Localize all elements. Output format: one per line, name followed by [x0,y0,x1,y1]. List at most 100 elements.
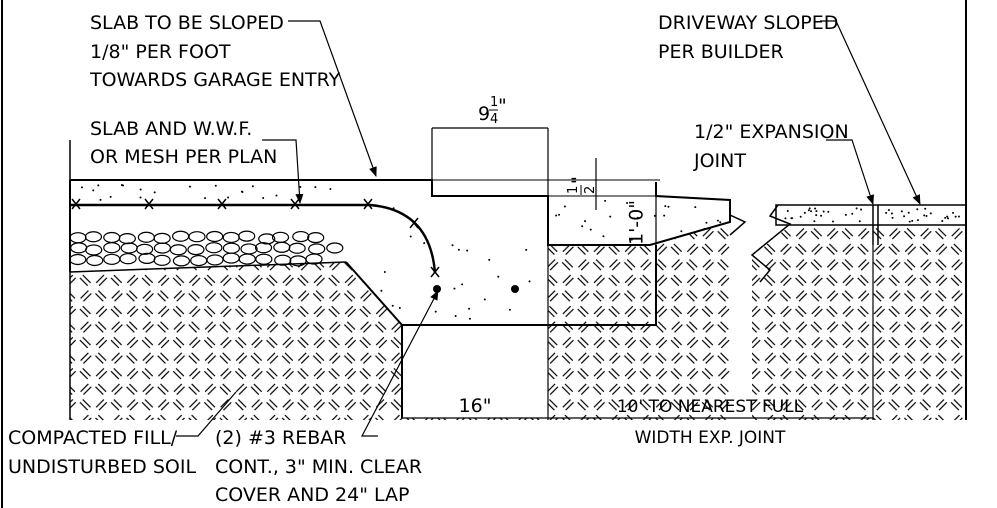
aggregate-dot [705,221,708,224]
note-rebar-line-2: CONT., 3" MIN. CLEAR [215,456,422,478]
note-slab-mesh-line-1: SLAB AND W.W.F. [90,118,252,140]
aggregate-dot [139,196,142,199]
aggregate-dot [153,191,156,194]
aggregate-dot [434,310,437,313]
gravel-stone [255,253,273,265]
gravel-stone [118,233,136,245]
gravel-stone [103,253,121,265]
aggregate-dot [558,213,561,216]
aggregate-dot [885,211,888,214]
aggregate-dot [815,210,818,213]
aggregate-dot [188,185,191,188]
gravel-stone [153,242,172,254]
gravel-stone [85,244,103,256]
aggregate-dot [204,197,207,200]
gravel-stone [222,242,241,254]
aggregate-dot [954,215,957,218]
aggregate-dot [508,308,511,311]
aggregate-dot [815,214,818,217]
note-fill-line-1: COMPACTED FILL/ [8,427,178,449]
aggregate-dot [822,210,825,213]
aggregate-dot [911,219,914,222]
aggregate-dot [454,315,457,318]
leader-lines [176,20,921,437]
note-driveway-line-2: PER BUILDER [658,41,784,63]
aggregate-dot [703,227,706,230]
aggregate-dot [453,287,456,290]
aggregate-dot [602,235,605,238]
aggregate-dot [391,304,394,307]
gravel-stone [172,255,191,267]
aggregate-dot [398,306,401,309]
aggregate-dot [860,208,863,211]
aggregate-dot [929,212,932,215]
aggregate-dot [923,214,926,217]
aggregate-dot [630,238,633,241]
aggregate-dot [851,212,854,215]
aggregate-dot [555,214,558,217]
aggregate-dot [941,219,944,222]
aggregate-dot [251,185,254,188]
aggregate-dot [329,187,332,190]
aggregate-dot [814,207,817,210]
aggregate-dot [423,242,426,245]
dim-step-width-num: 1 [490,95,498,110]
aggregate-dot [609,215,612,218]
gravel-stone [69,253,87,266]
gravel-stone [86,254,104,267]
aggregate-dot [827,210,830,213]
aggregate-dot [808,207,811,210]
leader-slab-mesh [262,139,304,204]
leader-expansion [826,139,874,205]
leader-slab-slope [288,20,377,177]
aggregate-dot [97,184,100,187]
leader-rebar [361,290,439,437]
aggregate-dot [807,209,810,212]
dim-step-height-unit: " [569,176,589,184]
gravel-stone [326,242,344,254]
aggregate-dot [907,211,910,214]
aggregate-dot [468,307,471,310]
gravel-stone [138,252,156,264]
aggregate-dot [664,205,667,208]
aggregate-dot [80,186,83,189]
gravel-stone [103,242,121,254]
aggregate-dot [786,209,789,212]
slab-outline [69,179,731,418]
note-slab-slope-line-3: TOWARDS GARAGE ENTRY [89,69,341,91]
dim-step-width-unit: " [498,95,507,117]
dim-step-height-den: 2 [583,186,598,194]
gravel-stone [206,230,224,243]
note-slab-slope-line-1: SLAB TO BE SLOPED [90,12,284,34]
aggregate-dot [488,258,491,261]
aggregate-dot [813,220,816,223]
gravel-stone [169,244,187,256]
aggregate-dot [791,217,794,220]
gravel-stone [205,242,223,254]
soil-hatch-right [752,224,966,420]
aggregate-dot [483,298,486,301]
gravel-stone [305,253,323,265]
aggregate-dot [451,244,454,247]
gravel-stone [308,243,326,255]
gravel-stone [273,241,291,253]
gravel-stone [119,253,137,265]
aggregate-dot [952,211,955,214]
aggregate-dot [466,249,469,252]
aggregate-dot [916,219,919,222]
aggregate-dot [946,215,949,218]
aggregate-dot [380,289,383,292]
gravel-base [69,230,344,267]
aggregate-dot [563,205,566,208]
aggregate-dot [262,197,265,200]
driveway-slab [775,204,967,226]
aggregate-dot [457,248,460,251]
aggregate-dot [299,186,302,189]
gravel-stone [69,232,87,244]
aggregate-dot [680,230,683,233]
gravel-stone [70,242,88,254]
aggregate-dot [903,215,906,218]
aggregate-dot [916,208,919,211]
aggregate-dot [820,214,823,217]
